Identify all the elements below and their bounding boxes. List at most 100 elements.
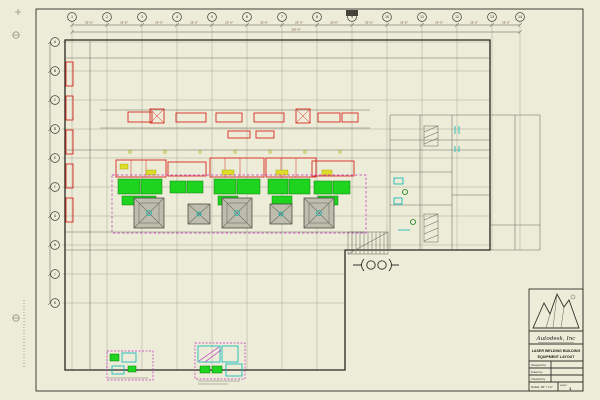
- green-machine: [169, 180, 187, 194]
- utility-box: [393, 197, 403, 205]
- grid-bubble: [312, 12, 322, 22]
- yellow-markers: [128, 150, 342, 154]
- grid-label: B: [54, 69, 56, 73]
- press-inner: [308, 202, 330, 224]
- bottom-equipment: [106, 342, 246, 385]
- grid-bubble: [417, 12, 427, 22]
- press-x: [269, 203, 293, 225]
- logo-sun: [570, 294, 576, 300]
- grid-label: 10: [385, 15, 389, 19]
- red-equipment: [227, 130, 251, 139]
- grid-label: 5: [211, 15, 213, 19]
- yellow-strip: [145, 169, 157, 176]
- green-machine: [271, 195, 293, 206]
- logo-hatch: [545, 293, 565, 329]
- clearance-zone: [111, 174, 367, 234]
- room-partitions: [389, 114, 490, 250]
- title-block: Autodesk, Inc LASER WELDING BUILDING EQU…: [528, 288, 584, 392]
- company-name: Autodesk, Inc: [536, 336, 577, 342]
- yellow-strip: [321, 169, 333, 176]
- press-port: [146, 210, 152, 216]
- green-unit: [109, 353, 120, 362]
- revision-stamp: [346, 10, 358, 16]
- clearance-outlines: [111, 174, 367, 234]
- green-machine: [236, 178, 261, 195]
- grid-label: 8: [316, 15, 318, 19]
- dim-text: 25'-0": [190, 21, 198, 25]
- drawing-title-line1: LASER WELDING BUILDING: [532, 349, 581, 353]
- train-dividers: [130, 158, 297, 177]
- train-unit: [167, 161, 207, 177]
- green-machine: [213, 178, 237, 195]
- red-equipment: [341, 112, 359, 123]
- grid-bubble: [515, 12, 525, 22]
- green-machine: [117, 178, 141, 195]
- grid-label: 12: [455, 15, 459, 19]
- drawing-title-line2: EQUIPMENT LAYOUT: [538, 355, 576, 359]
- grid-bubble: [172, 12, 182, 22]
- callout-bubble: [377, 260, 387, 270]
- top-dimensions: 25'-0" 25'-0" 25'-0" 25'-0" 25'-0" 25'-0…: [69, 21, 523, 35]
- grid-label: D: [54, 127, 57, 131]
- utility-box: [393, 177, 404, 185]
- equipment-row-upper: [127, 108, 359, 139]
- grid-label: 3: [141, 15, 143, 19]
- grid-label: E: [54, 156, 56, 160]
- grid-bubble: [382, 12, 392, 22]
- sheet-label: SHEET: [560, 385, 568, 387]
- yellow-strip: [275, 169, 289, 176]
- grid-label: 2: [106, 15, 108, 19]
- margin-marks: [12, 9, 358, 368]
- equipment-circle: [402, 189, 408, 195]
- red-equipment: [255, 130, 275, 139]
- grid-bubble: [452, 12, 462, 22]
- dim-text: 25'-0": [435, 21, 443, 25]
- callout-paren-left: [361, 258, 365, 272]
- grid-label: A: [54, 40, 57, 44]
- yellow-strip: [221, 169, 235, 176]
- press-inner: [138, 202, 160, 224]
- wall-column: [65, 129, 74, 155]
- right-rooms: [389, 114, 490, 250]
- green-machine: [332, 180, 351, 195]
- stairs: [347, 231, 389, 255]
- wall-column: [65, 163, 74, 189]
- ramp-upper-hatch: [423, 125, 439, 145]
- crossed-box: [149, 108, 165, 124]
- cyan-notes: [398, 126, 460, 231]
- grid-label: 11: [420, 15, 424, 19]
- left-dimensions: [47, 39, 53, 306]
- dim-text: 25'-0": [260, 21, 268, 25]
- grid-bubble: [50, 66, 60, 76]
- ramp-upper: [423, 125, 439, 147]
- grid-bubble: [102, 12, 112, 22]
- dim-text: 25'-0": [85, 21, 93, 25]
- green-unit: [211, 365, 223, 374]
- grid-bubbles-top: 1 2 3 4 5 6 7 8 9 10 11 12 13 14: [67, 12, 525, 22]
- red-equipment: [253, 112, 285, 123]
- dim-text: 25'-0": [295, 21, 303, 25]
- callout-bubble: [366, 260, 376, 270]
- crossed-box: [295, 108, 311, 124]
- dim-text: 25'-0": [502, 21, 510, 25]
- dim-text: 25'-0": [400, 21, 408, 25]
- utility-equipment: [197, 345, 221, 363]
- clearance-zone: [194, 342, 246, 380]
- grid-label: K: [54, 301, 57, 305]
- grid-label: 14: [518, 15, 522, 19]
- callout-paren-right: [388, 258, 392, 272]
- grid-label: 4: [176, 15, 178, 19]
- press-inner: [226, 202, 248, 224]
- grid-bubble: [137, 12, 147, 22]
- dimension-ticks: [47, 39, 53, 306]
- row-label: Drawn by: [531, 370, 543, 374]
- green-machine: [313, 180, 333, 195]
- dim-text: 25'-0": [470, 21, 478, 25]
- grid-bubble: [50, 153, 60, 163]
- grid-bubble: [50, 298, 60, 308]
- overall-dim-text: 350'-0": [291, 28, 300, 32]
- grid-bubble: [50, 182, 60, 192]
- train-unit: [209, 157, 265, 178]
- red-equipment: [175, 112, 207, 123]
